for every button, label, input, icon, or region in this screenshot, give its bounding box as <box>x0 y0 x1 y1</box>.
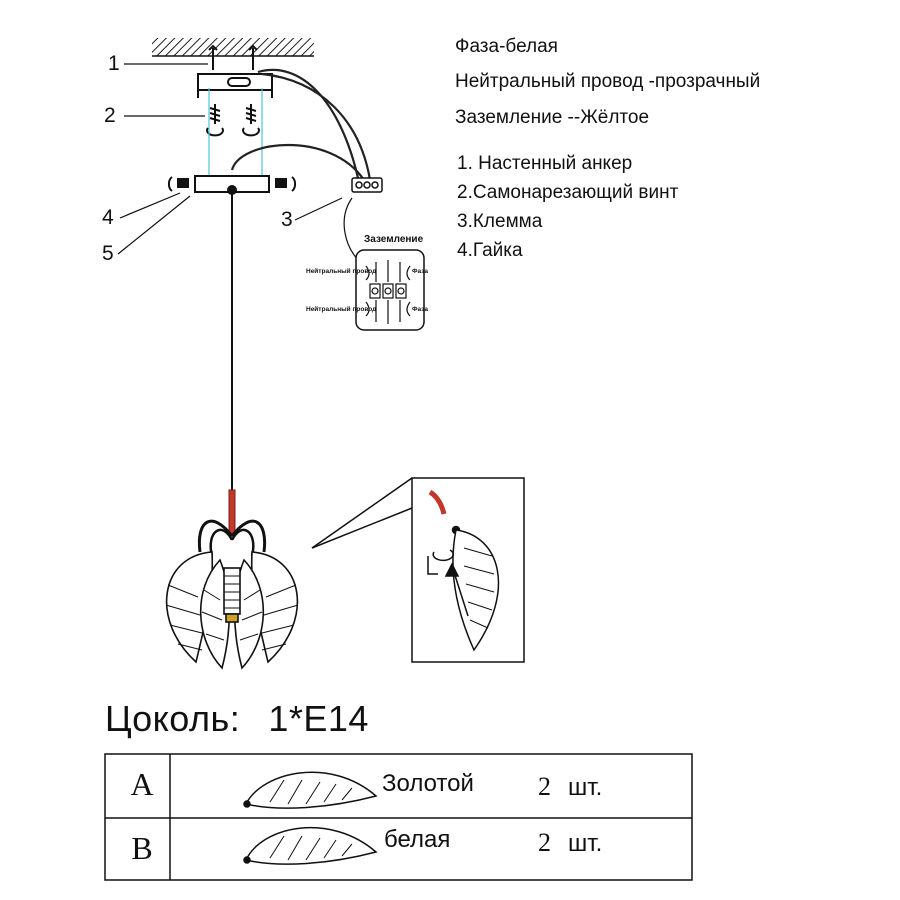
terminal-ground-label: Заземление <box>364 234 424 245</box>
row-unit: шт. <box>568 830 603 857</box>
terminal-block-icon <box>351 177 383 193</box>
row-unit: шт. <box>568 774 603 801</box>
base-label: Цоколь: <box>105 698 241 739</box>
terminal-neutral-label: Нейтральный провод <box>306 306 377 313</box>
callout-number: 5 <box>102 242 114 265</box>
terminal-phase-label: Фаза <box>412 306 429 313</box>
alignment-guides <box>208 88 263 182</box>
canopy-plate <box>194 175 270 195</box>
wiring-phase: Фаза-белая <box>455 36 558 57</box>
base-title: Цоколь: 1*E14 <box>105 698 369 740</box>
row-letter: B <box>131 830 153 866</box>
white-leaf-icon <box>243 827 378 865</box>
wiring-neutral: Нейтральный провод -прозрачный <box>455 71 761 92</box>
wiring-ground: Заземление --Жёлтое <box>455 107 650 128</box>
callout-leaders <box>117 63 343 255</box>
part-item: 4.Гайка <box>457 240 523 261</box>
gold-leaf-icon <box>243 771 378 809</box>
row-name: Золотой <box>382 770 474 797</box>
terminal-neutral-label: Нейтральный провод <box>306 268 377 275</box>
mounting-bracket <box>197 73 273 98</box>
ceiling <box>152 38 314 57</box>
callout-number: 3 <box>281 208 293 231</box>
nut-icon <box>167 176 297 192</box>
pendant-lamp <box>165 519 299 670</box>
part-item: 1. Настенный анкер <box>457 153 633 174</box>
self-tapping-screw-icon <box>206 104 260 137</box>
wall-anchor-icon <box>208 44 258 70</box>
terminal-phase-label: Фаза <box>412 268 429 275</box>
row-letter: A <box>130 766 154 802</box>
leaf-attachment-detail <box>311 477 525 663</box>
supply-wires <box>230 68 372 181</box>
callout-number: 4 <box>102 206 114 229</box>
base-value: 1*E14 <box>268 698 369 739</box>
red-sleeve <box>228 489 236 537</box>
parts-table <box>104 753 693 881</box>
part-item: 2.Самонарезающий винт <box>457 182 679 203</box>
row-qty: 2 <box>538 772 551 801</box>
callout-number: 1 <box>108 52 120 75</box>
callout-number: 2 <box>104 104 116 127</box>
row-name: белая <box>384 826 451 853</box>
row-qty: 2 <box>538 828 551 857</box>
part-item: 3.Клемма <box>457 211 543 232</box>
terminal-detail <box>343 197 425 331</box>
